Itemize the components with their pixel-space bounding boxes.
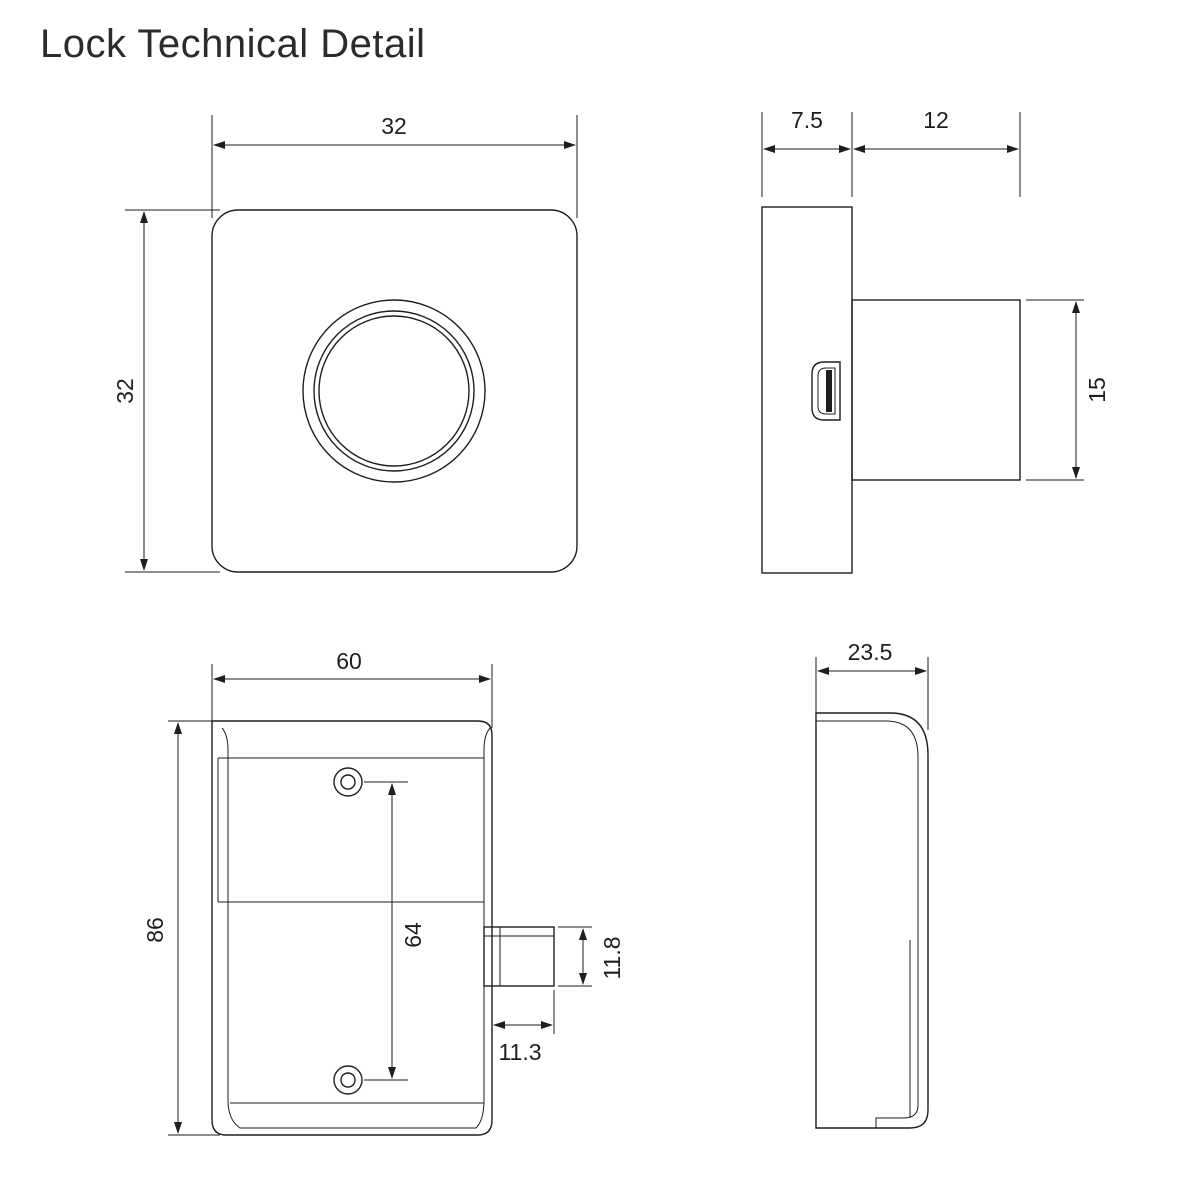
profile-housing-inner bbox=[816, 720, 919, 1128]
back-width-label: 60 bbox=[336, 648, 362, 674]
side-body bbox=[851, 299, 1021, 481]
screw-hole-bottom bbox=[333, 1065, 363, 1095]
body-height-label: 15 bbox=[1084, 377, 1110, 403]
button-outer-ring bbox=[302, 299, 486, 483]
bolt-length-label: 11.3 bbox=[498, 1039, 541, 1065]
back-height-label: 86 bbox=[142, 917, 168, 943]
usb-port-slot bbox=[826, 370, 832, 412]
profile-view: 23.5 bbox=[815, 639, 929, 1129]
usb-port-inner bbox=[817, 367, 836, 415]
profile-depth-label: 23.5 bbox=[848, 639, 893, 665]
button-face bbox=[318, 315, 470, 467]
front-view: 32 32 bbox=[112, 113, 578, 573]
back-housing-rim bbox=[221, 727, 491, 1129]
button-inner-ring bbox=[313, 310, 475, 472]
front-width-label: 32 bbox=[381, 113, 407, 139]
screw-hole-bottom-inner bbox=[340, 1072, 356, 1088]
lock-bolt bbox=[483, 926, 555, 987]
screw-hole-top-inner bbox=[340, 774, 356, 790]
plate-depth-label: 7.5 bbox=[791, 107, 823, 133]
page-title: Lock Technical Detail bbox=[40, 22, 426, 66]
screw-hole-top bbox=[333, 767, 363, 797]
hole-spacing-label: 64 bbox=[400, 922, 426, 948]
side-view: 7.5 12 15 bbox=[761, 107, 1110, 574]
front-height-label: 32 bbox=[112, 378, 138, 404]
back-housing bbox=[211, 720, 493, 1136]
body-depth-label: 12 bbox=[923, 107, 949, 133]
front-plate bbox=[211, 209, 578, 573]
usb-port-icon bbox=[811, 361, 841, 421]
profile-housing bbox=[815, 712, 929, 1129]
back-view: 64 11.8 11.3 60 86 bbox=[142, 648, 625, 1136]
bolt-height-label: 11.8 bbox=[599, 936, 625, 979]
side-plate bbox=[761, 206, 853, 574]
